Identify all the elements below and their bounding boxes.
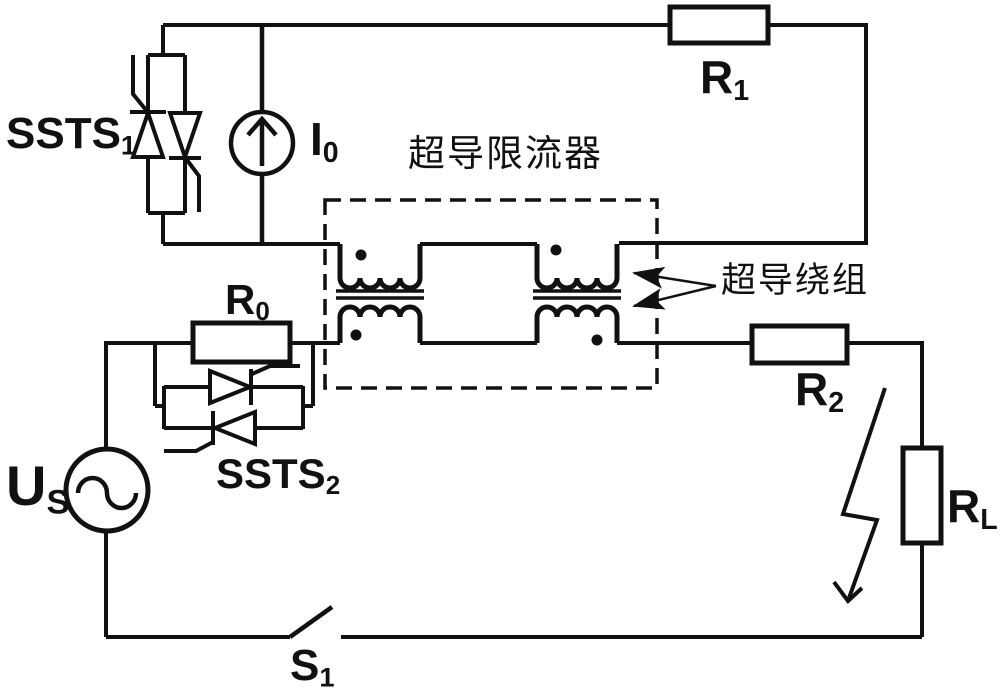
switch-s1: [288, 605, 334, 639]
current-source-i0: [228, 25, 296, 244]
label-r0: R0: [225, 276, 270, 327]
ssts1-thyristor-pair: [130, 25, 203, 244]
winding-pointer-arrows: [632, 266, 717, 310]
transformer-right: [533, 244, 621, 346]
label-i0: I0: [310, 113, 339, 169]
polarity-dot: [350, 329, 362, 341]
resistor-r2: [749, 323, 850, 366]
resistor-r0: [190, 320, 293, 365]
label-ssts2: SSTS2: [216, 450, 341, 501]
label-r1: R1: [700, 51, 750, 107]
sfcl-dashed-box: [323, 198, 659, 390]
label-rl: RL: [947, 480, 998, 536]
wire-top-loop: [163, 23, 868, 246]
label-ssts1: SSTS1: [6, 109, 137, 161]
label-s1: S1: [290, 641, 335, 688]
polarity-dot: [550, 244, 562, 256]
label-r2: R2: [795, 363, 845, 419]
polarity-dot: [591, 334, 603, 346]
ssts2-thyristor-pair: [153, 343, 315, 453]
wire-main-loop: [104, 341, 924, 639]
resistor-rl: [900, 445, 944, 546]
label-us: US: [6, 454, 70, 522]
winding-bridges: [420, 242, 537, 345]
ac-source-us: [63, 446, 151, 534]
polarity-dot: [355, 249, 367, 261]
label-superconducting-windings: 超导绕组: [721, 261, 870, 300]
resistor-r1: [667, 4, 771, 46]
fault-lightning-arrow: [832, 387, 887, 604]
label-superconducting-fcl: 超导限流器: [408, 134, 603, 175]
transformer-left: [336, 244, 424, 343]
